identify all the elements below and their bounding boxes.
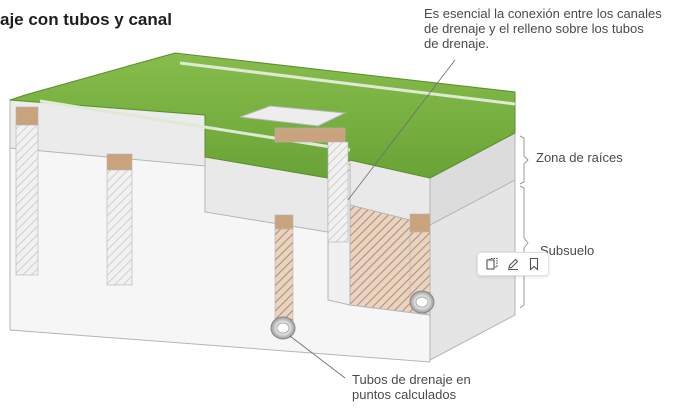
channel-cap-left: [15, 106, 39, 126]
diagram-title: aje con tubos y canal: [0, 10, 172, 29]
label-subsoil: Subsuelo: [540, 243, 595, 258]
leader-tubos: [289, 335, 346, 379]
bookmark-icon[interactable]: [525, 255, 543, 273]
bracket-subsuelo: [519, 185, 529, 309]
pipe-front: [270, 316, 296, 340]
pit-mouth: [239, 105, 347, 127]
annotation-toolbar: [477, 252, 549, 276]
trench-front-hatch: [274, 228, 294, 325]
label-root-zone: Zona de raíces: [536, 150, 623, 165]
channel-line-back: [179, 61, 516, 106]
channel-cap-right: [409, 213, 431, 233]
channel-cap-middle: [274, 127, 346, 143]
drain-column-left: [15, 124, 39, 276]
label-drain-pipes: Tubos de drenaje en puntos calculados: [352, 372, 471, 402]
pencil-icon[interactable]: [504, 255, 522, 273]
pipe-right: [409, 290, 435, 314]
channel-cap-front: [106, 153, 133, 171]
leader-top: [347, 59, 456, 201]
bracket-zona: [519, 135, 529, 185]
trench-front-gravel: [274, 214, 294, 230]
callout-connection: Es esencial la conexión entre los canale…: [424, 6, 662, 51]
drain-column-front: [106, 169, 133, 286]
drain-column-center: [327, 141, 349, 243]
copy-icon[interactable]: [483, 255, 501, 273]
